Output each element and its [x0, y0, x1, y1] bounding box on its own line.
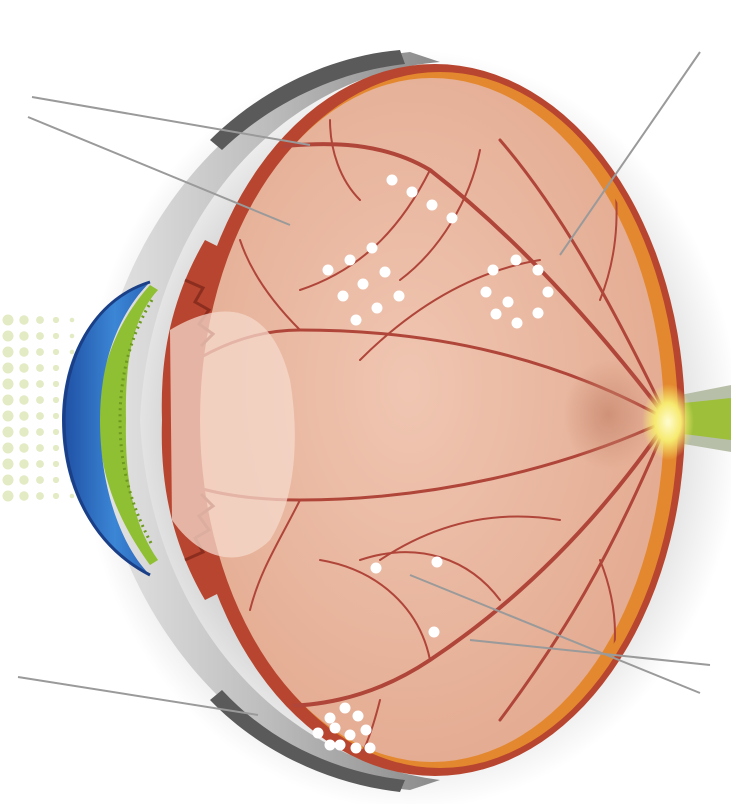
halftone-dot — [19, 363, 28, 372]
lesion-dot — [511, 255, 522, 266]
halftone-dot — [3, 315, 14, 326]
lesion-dot — [340, 703, 351, 714]
lesion-dot — [543, 287, 554, 298]
halftone-dot — [36, 332, 44, 340]
halftone-dot — [53, 365, 59, 371]
lesion-dot — [481, 287, 492, 298]
lesion-dot — [351, 315, 362, 326]
lesion-dot — [533, 265, 544, 276]
halftone-dot — [19, 491, 28, 500]
halftone-dot — [53, 477, 59, 483]
halftone-dot — [19, 395, 28, 404]
halftone-dot — [36, 460, 44, 468]
lesion-dot — [345, 730, 356, 741]
halftone-dot — [19, 427, 28, 436]
halftone-dot — [36, 380, 44, 388]
lesion-dot — [503, 297, 514, 308]
lesion-dot — [325, 740, 336, 751]
lesion-dot — [367, 243, 378, 254]
lesion-dot — [335, 740, 346, 751]
lesion-dot — [394, 291, 405, 302]
lesion-dot — [358, 279, 369, 290]
halftone-dot — [53, 349, 59, 355]
halftone-dot — [53, 461, 59, 467]
halftone-dot — [53, 445, 59, 451]
halftone-dot — [3, 427, 14, 438]
lesion-dot — [351, 743, 362, 754]
lesion-dot — [371, 563, 382, 574]
halftone-dot — [36, 476, 44, 484]
halftone-dot — [53, 397, 59, 403]
halftone-dot — [36, 316, 44, 324]
halftone-dot — [19, 379, 28, 388]
halftone-dot — [19, 315, 28, 324]
halftone-dot — [3, 363, 14, 374]
lesion-dot — [387, 175, 398, 186]
lesion-dot — [491, 309, 502, 320]
halftone-dot — [3, 491, 14, 502]
halftone-dot — [3, 475, 14, 486]
halftone-dot — [3, 411, 14, 422]
halftone-dot — [53, 317, 59, 323]
lesion-dot — [313, 728, 324, 739]
halftone-dot — [36, 348, 44, 356]
lesion-dot — [432, 557, 443, 568]
halftone-dot — [3, 347, 14, 358]
halftone-dot — [19, 331, 28, 340]
halftone-dot — [36, 444, 44, 452]
halftone-dot — [53, 413, 59, 419]
halftone-dot — [19, 443, 28, 452]
lesion-dot — [325, 713, 336, 724]
halftone-dot — [70, 334, 75, 339]
lesion-dot — [512, 318, 523, 329]
lesion-dot — [338, 291, 349, 302]
lesion-dot — [353, 711, 364, 722]
halftone-dot — [53, 429, 59, 435]
halftone-dot — [70, 350, 75, 355]
halftone-dot — [19, 347, 28, 356]
lesion-dot — [429, 627, 440, 638]
lesion-dot — [488, 265, 499, 276]
halftone-dot — [53, 493, 59, 499]
halftone-dot — [19, 411, 28, 420]
lesion-dot — [447, 213, 458, 224]
lesion-dot — [380, 267, 391, 278]
halftone-dot — [3, 379, 14, 390]
lesion-dot — [361, 725, 372, 736]
halftone-dot — [19, 459, 28, 468]
lesion-dot — [372, 303, 383, 314]
lesion-dot — [533, 308, 544, 319]
lesion-dot — [365, 743, 376, 754]
halftone-dot — [3, 395, 14, 406]
halftone-dot — [36, 396, 44, 404]
halftone-dot — [36, 428, 44, 436]
halftone-dot — [36, 412, 44, 420]
halftone-dot — [70, 494, 75, 499]
halftone-dot — [19, 475, 28, 484]
halftone-dot — [3, 459, 14, 470]
halftone-dot — [36, 364, 44, 372]
halftone-dot — [53, 381, 59, 387]
halftone-dot — [3, 443, 14, 454]
lesion-dot — [323, 265, 334, 276]
lesion-dot — [345, 255, 356, 266]
lesion-dot — [407, 187, 418, 198]
halftone-dot — [53, 333, 59, 339]
lesion-dot — [427, 200, 438, 211]
halftone-dot — [70, 318, 75, 323]
lesion-dot — [330, 723, 341, 734]
halftone-dot — [3, 331, 14, 342]
halftone-dot — [36, 492, 44, 500]
